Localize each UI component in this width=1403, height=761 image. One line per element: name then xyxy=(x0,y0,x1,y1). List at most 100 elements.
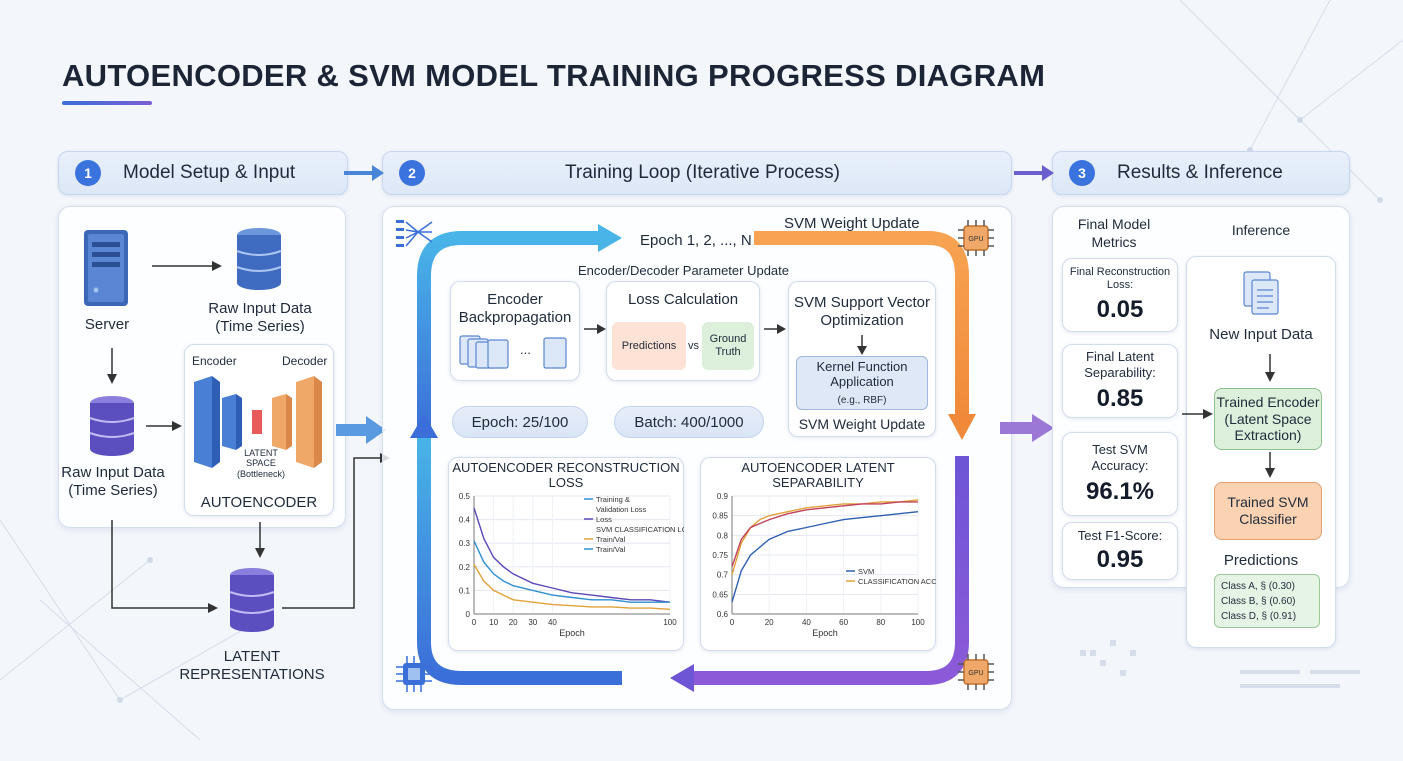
metric-card: Test SVM Accuracy: 96.1% xyxy=(1062,432,1178,516)
metric-value: 96.1% xyxy=(1085,477,1155,505)
y-tick-label: 0.1 xyxy=(459,586,471,595)
y-tick-label: 0.7 xyxy=(717,571,729,580)
legend-entry: Validation Loss xyxy=(596,505,647,514)
y-tick-label: 0.5 xyxy=(459,492,471,501)
legend-entry: SVM xyxy=(858,567,874,576)
series-line-0 xyxy=(731,499,919,575)
arrow-right-icon xyxy=(344,165,384,181)
legend-entry: Loss xyxy=(596,515,612,524)
arrow-down-icon xyxy=(107,348,117,384)
stage-label: Training Loop (Iterative Process) xyxy=(565,162,840,183)
trained-encoder-box: Trained Encoder (Latent Space Extraction… xyxy=(1214,388,1322,450)
document-icon xyxy=(1243,271,1279,315)
server-label: Server xyxy=(84,316,130,333)
legend-entry: Train/Val xyxy=(596,535,626,544)
metric-value: 0.95 xyxy=(1096,545,1144,573)
decorative-data-pattern xyxy=(1080,640,1360,688)
y-tick-label: 0.8 xyxy=(717,531,729,540)
metric-label: Final Latent Separability: xyxy=(1084,349,1156,380)
encoder-label: Encoder xyxy=(192,354,237,368)
legend-entry: SVM CLASSIFICATION LOSS xyxy=(596,525,684,534)
y-tick-label: 0 xyxy=(466,610,471,619)
series-line-1 xyxy=(473,540,670,603)
svm-update-top: SVM Weight Update xyxy=(784,215,920,232)
arrow-down-icon xyxy=(1265,452,1275,478)
new-input-label: New Input Data xyxy=(1209,326,1313,343)
gpu-chip-icon: GPU xyxy=(958,220,994,256)
x-tick-label: 30 xyxy=(528,618,537,627)
gpu-text: GPU xyxy=(968,670,983,677)
gpu-chip-icon: GPU xyxy=(958,654,994,690)
arrow-right-icon xyxy=(336,416,386,444)
inference-title: Inference xyxy=(1231,222,1291,238)
arrow-down-icon xyxy=(857,335,867,355)
latent-space-label: LATENT SPACE (Bottleneck) xyxy=(236,448,286,479)
metric-value: 0.85 xyxy=(1096,384,1144,412)
arrow-right-icon xyxy=(1182,409,1213,419)
latent-flow-arrows xyxy=(111,520,265,613)
reconstruction-loss-chart-card xyxy=(448,457,684,651)
stage-number: 3 xyxy=(1069,160,1095,186)
y-tick-label: 0.9 xyxy=(717,492,729,501)
document-stack-icon xyxy=(459,335,567,369)
final-metrics-title: Final Model Metrics xyxy=(1077,216,1151,250)
x-tick-label: 10 xyxy=(489,618,498,627)
chart2-title: AUTOENCODER LATENT SEPARABILITY xyxy=(741,460,895,490)
x-tick-label: 100 xyxy=(663,618,677,627)
x-axis-label: Epoch xyxy=(559,628,585,638)
database-icon xyxy=(89,396,135,456)
predictions-list: Class A, § (0.30) Class B, § (0.60) Clas… xyxy=(1214,574,1320,628)
x-tick-label: 60 xyxy=(839,618,848,627)
arrow-right-icon xyxy=(1000,414,1054,442)
epoch-progress-pill: Epoch: 25/100 xyxy=(452,406,588,438)
arrow-down-icon xyxy=(1265,354,1275,382)
y-tick-label: 0.85 xyxy=(712,512,728,521)
loss-calculation-label: Loss Calculation xyxy=(627,291,739,308)
predictions-title: Predictions xyxy=(1223,552,1299,569)
stage-label: Model Setup & Input xyxy=(123,162,296,183)
enc-dec-update-label: Encoder/Decoder Parameter Update xyxy=(578,263,790,278)
arrow-right-icon xyxy=(152,261,222,271)
x-tick-label: 40 xyxy=(548,618,557,627)
series-line-2 xyxy=(731,511,919,603)
metric-label: Test SVM Accuracy: xyxy=(1091,442,1149,473)
network-icon xyxy=(396,220,433,247)
ground-truth-box: Ground Truth xyxy=(702,322,754,370)
metric-value: 0.05 xyxy=(1096,296,1144,324)
arrow-right-icon xyxy=(764,324,786,334)
y-tick-label: 0.6 xyxy=(717,610,729,619)
raw-input-left-label: Raw Input Data (Time Series) xyxy=(61,464,165,499)
stage-number: 2 xyxy=(399,160,425,186)
latent-representations-label: LATENT REPRESENTATIONS xyxy=(179,648,325,683)
training-loop-arrows xyxy=(410,224,976,692)
legend-entry: Train/Val xyxy=(596,545,626,554)
metric-label: Test F1-Score: xyxy=(1077,528,1163,544)
trained-svm-box: Trained SVM Classifier xyxy=(1214,482,1322,540)
stage-number: 1 xyxy=(75,160,101,186)
stage-header-2: 2 Training Loop (Iterative Process) xyxy=(382,151,1012,195)
y-tick-label: 0.4 xyxy=(459,516,471,525)
arrow-right-icon xyxy=(146,421,182,431)
database-icon xyxy=(236,228,282,290)
predictions-box: Predictions xyxy=(612,322,686,370)
raw-input-top-label: Raw Input Data (Time Series) xyxy=(208,300,312,335)
series-line-2 xyxy=(473,564,671,610)
x-tick-label: 20 xyxy=(765,618,774,627)
kernel-box xyxy=(796,356,928,410)
y-tick-label: 0.75 xyxy=(712,551,728,560)
autoencoder-label: AUTOENCODER xyxy=(200,494,318,511)
ellipsis: ... xyxy=(520,342,531,357)
legend-entry: CLASSIFICATION ACCURACY (METRIC) xyxy=(858,577,936,586)
y-tick-label: 0.2 xyxy=(459,563,471,572)
svm-support-label: SVM Support Vector Optimization xyxy=(794,294,930,329)
page-title: AUTOENCODER & SVM MODEL TRAINING PROGRES… xyxy=(62,58,1046,93)
prediction-item: Class A, § (0.30) xyxy=(1221,581,1295,592)
metric-card: Final Reconstruction Loss: 0.05 xyxy=(1062,258,1178,332)
database-icon xyxy=(229,568,275,632)
y-tick-label: 0.3 xyxy=(459,539,471,548)
batch-progress-pill: Batch: 400/1000 xyxy=(614,406,764,438)
arrow-right-icon xyxy=(584,324,606,334)
prediction-item: Class D, § (0.91) xyxy=(1221,611,1297,622)
